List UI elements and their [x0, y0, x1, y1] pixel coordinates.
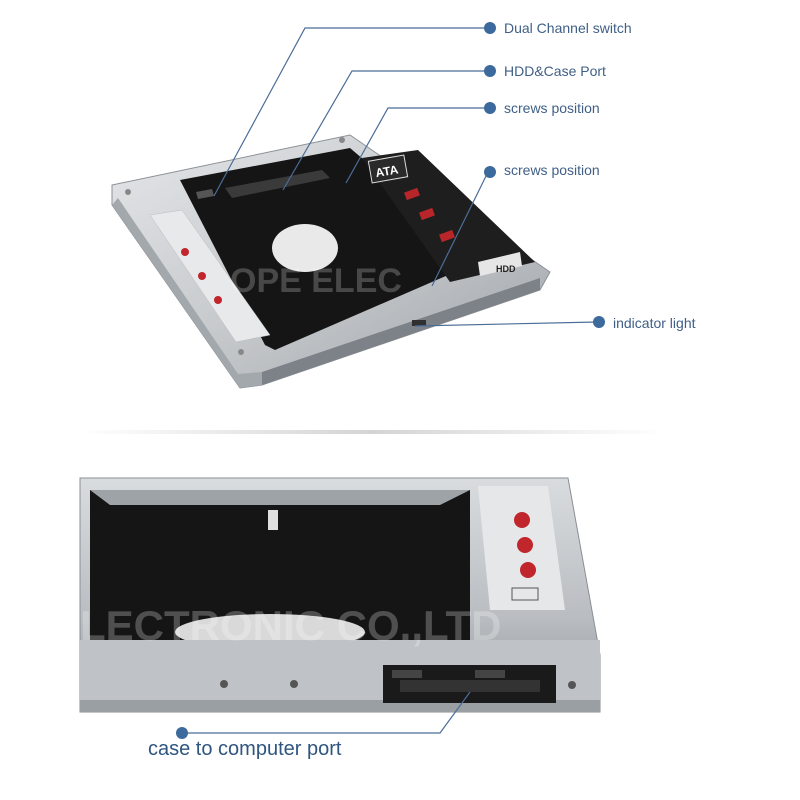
callout-line-hdd-case-port [282, 70, 488, 191]
rail-hole [290, 680, 298, 688]
caddy-top-view: ATA HDD OPE ELEC [111, 134, 551, 389]
watermark-bottom: LECTRONIC CO.,LTD [80, 602, 502, 649]
screw [339, 137, 345, 143]
panel-mark [419, 207, 435, 221]
label-hdd-case-port: HDD&Case Port [504, 63, 606, 79]
screw [238, 349, 244, 355]
warning-sticker [149, 209, 271, 343]
closeup-warning-icon [520, 562, 536, 578]
callout-line-computer-port [182, 691, 471, 734]
dual-channel-switch-part [196, 189, 214, 199]
label-screws-position-1: screws position [504, 100, 600, 116]
panel-mark [404, 187, 420, 201]
callout-line-indicator [414, 321, 598, 327]
hdd-badge [478, 252, 522, 276]
warning-icon [214, 296, 222, 304]
callout-line-screws-2 [431, 171, 489, 287]
callout-dot-icon [593, 316, 605, 328]
rail-hole [568, 681, 576, 689]
closeup-warning-icon [517, 537, 533, 553]
section-divider [80, 430, 665, 434]
label-screws-position-2: screws position [504, 162, 600, 178]
sata-connector [225, 170, 330, 198]
callout-dot-icon [484, 22, 496, 34]
serial-ata-label [367, 154, 409, 184]
closeup-drive-icon [511, 587, 539, 601]
caddy-closeup-view: LECTRONIC CO.,LTD [79, 477, 601, 713]
callout-dot-icon [484, 65, 496, 77]
warning-icon [181, 248, 189, 256]
indicator-light [412, 320, 426, 326]
label-dual-channel-switch: Dual Channel switch [504, 20, 632, 36]
callout-dot-icon [484, 166, 496, 178]
caddy-front-edge [262, 278, 540, 385]
sata-port-inner [400, 680, 540, 692]
callout-dot-icon [484, 102, 496, 114]
sata-port-tab [392, 670, 422, 678]
closeup-tray-slot [268, 510, 278, 530]
serial-ata-text: ATA [374, 162, 399, 180]
callout-lines-top [213, 27, 598, 327]
sata-port-tab [475, 670, 505, 678]
callout-line-screws-1 [345, 107, 488, 184]
rail-hole [220, 680, 228, 688]
callout-dots-top [484, 22, 605, 328]
panel-mark [439, 229, 455, 243]
label-case-to-computer-port: case to computer port [148, 738, 342, 760]
closeup-tray [90, 490, 470, 640]
rubber-pad [272, 224, 338, 272]
callout-dot-icon [176, 727, 188, 739]
screw [125, 189, 131, 195]
callout-line-dual-channel [213, 27, 488, 197]
closeup-tray-lip [90, 490, 470, 505]
caddy-label-panel [362, 150, 535, 282]
warning-icon [198, 272, 206, 280]
caddy-side-rail [112, 198, 262, 388]
watermark-top: OPE ELEC [230, 262, 402, 300]
closeup-warning-icon [514, 512, 530, 528]
label-indicator-light: indicator light [613, 315, 696, 331]
hdd-badge-text: HDD [496, 264, 516, 274]
